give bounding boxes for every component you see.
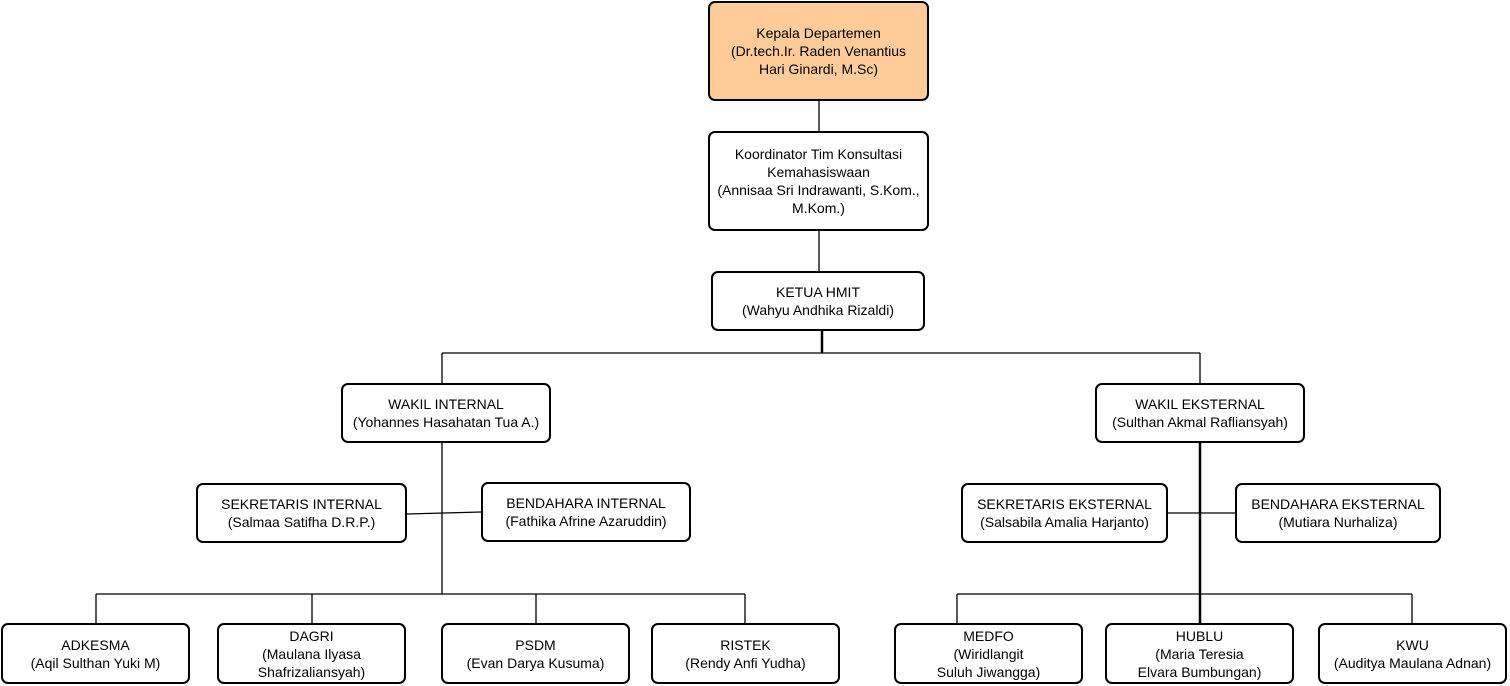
node-line: DAGRI — [289, 627, 334, 644]
node-line: (Annisaa Sri Indrawanti, S.Kom., — [717, 182, 920, 198]
node-line: (Maulana Ilyasa — [262, 645, 361, 662]
node-line: SEKRETARIS EKSTERNAL — [977, 496, 1152, 512]
node-line: Kepala Departemen — [756, 25, 881, 41]
node-line: (Evan Darya Kusuma) — [466, 654, 605, 671]
node-line: RISTEK — [720, 636, 771, 653]
node-line: HUBLU — [1175, 627, 1224, 644]
node-line: (Aqil Sulthan Yuki M) — [30, 654, 161, 671]
node-line: (Dr.tech.Ir. Raden Venantius — [730, 43, 907, 59]
node-line: (Rendy Anfi Yudha) — [685, 654, 806, 671]
node-line: Kemahasiswaan — [767, 164, 870, 180]
node-ketua-hmit: KETUA HMIT (Wahyu Andhika Rizaldi) — [711, 271, 925, 331]
node-kwu: KWU (Auditya Maulana Adnan) — [1318, 623, 1507, 684]
node-line: (Mutiara Nurhaliza) — [1278, 514, 1398, 530]
node-line: SEKRETARIS INTERNAL — [221, 496, 382, 512]
node-line: (Auditya Maulana Adnan) — [1333, 654, 1492, 671]
node-line: Shafrizaliansyah) — [257, 663, 366, 680]
node-line: (Sulthan Akmal Rafliansyah) — [1112, 414, 1288, 430]
node-line: Suluh Jiwangga) — [936, 663, 1041, 680]
node-line: BENDAHARA EKSTERNAL — [1251, 496, 1425, 512]
node-line: (Salsabila Amalia Harjanto) — [980, 514, 1149, 530]
node-dagri: DAGRI (Maulana Ilyasa Shafrizaliansyah) — [217, 623, 406, 684]
node-line: BENDAHARA INTERNAL — [506, 495, 666, 511]
node-wakil-eksternal: WAKIL EKSTERNAL (Sulthan Akmal Rafliansy… — [1095, 383, 1305, 443]
node-koordinator: Koordinator Tim Konsultasi Kemahasiswaan… — [708, 131, 929, 231]
node-line: MEDFO — [963, 627, 1014, 644]
node-line: (Yohannes Hasahatan Tua A.) — [352, 414, 540, 430]
node-line: KETUA HMIT — [775, 284, 860, 300]
node-line: (Maria Teresia — [1155, 645, 1244, 662]
node-line: M.Kom.) — [792, 200, 845, 216]
node-line: (Wiridlangit — [953, 645, 1024, 662]
node-line: Elvara Bumbungan) — [1137, 663, 1262, 680]
node-hublu: HUBLU (Maria Teresia Elvara Bumbungan) — [1105, 623, 1294, 684]
node-line: Hari Ginardi, M.Sc) — [758, 61, 879, 77]
node-line: PSDM — [515, 636, 556, 653]
node-wakil-internal: WAKIL INTERNAL (Yohannes Hasahatan Tua A… — [341, 383, 551, 443]
node-line: KWU — [1396, 636, 1429, 653]
connector — [406, 511, 482, 515]
node-bendahara-internal: BENDAHARA INTERNAL (Fathika Afrine Azaru… — [481, 482, 691, 542]
node-kepala-departemen: Kepala Departemen (Dr.tech.Ir. Raden Ven… — [708, 1, 929, 101]
node-psdm: PSDM (Evan Darya Kusuma) — [441, 623, 630, 684]
node-sekretaris-internal: SEKRETARIS INTERNAL (Salmaa Satifha D.R.… — [196, 483, 407, 543]
node-line: WAKIL EKSTERNAL — [1135, 396, 1265, 412]
node-ristek: RISTEK (Rendy Anfi Yudha) — [651, 623, 840, 684]
node-line: WAKIL INTERNAL — [388, 396, 504, 412]
node-line: (Salmaa Satifha D.R.P.) — [227, 514, 376, 530]
node-line: ADKESMA — [61, 636, 130, 653]
node-line: (Wahyu Andhika Rizaldi) — [742, 302, 894, 318]
node-adkesma: ADKESMA (Aqil Sulthan Yuki M) — [1, 623, 190, 684]
node-medfo: MEDFO (Wiridlangit Suluh Jiwangga) — [894, 623, 1083, 684]
node-line: Koordinator Tim Konsultasi — [734, 146, 903, 162]
node-bendahara-eksternal: BENDAHARA EKSTERNAL (Mutiara Nurhaliza) — [1235, 483, 1441, 543]
node-sekretaris-eksternal: SEKRETARIS EKSTERNAL (Salsabila Amalia H… — [961, 483, 1168, 543]
node-line: (Fathika Afrine Azaruddin) — [505, 513, 667, 529]
